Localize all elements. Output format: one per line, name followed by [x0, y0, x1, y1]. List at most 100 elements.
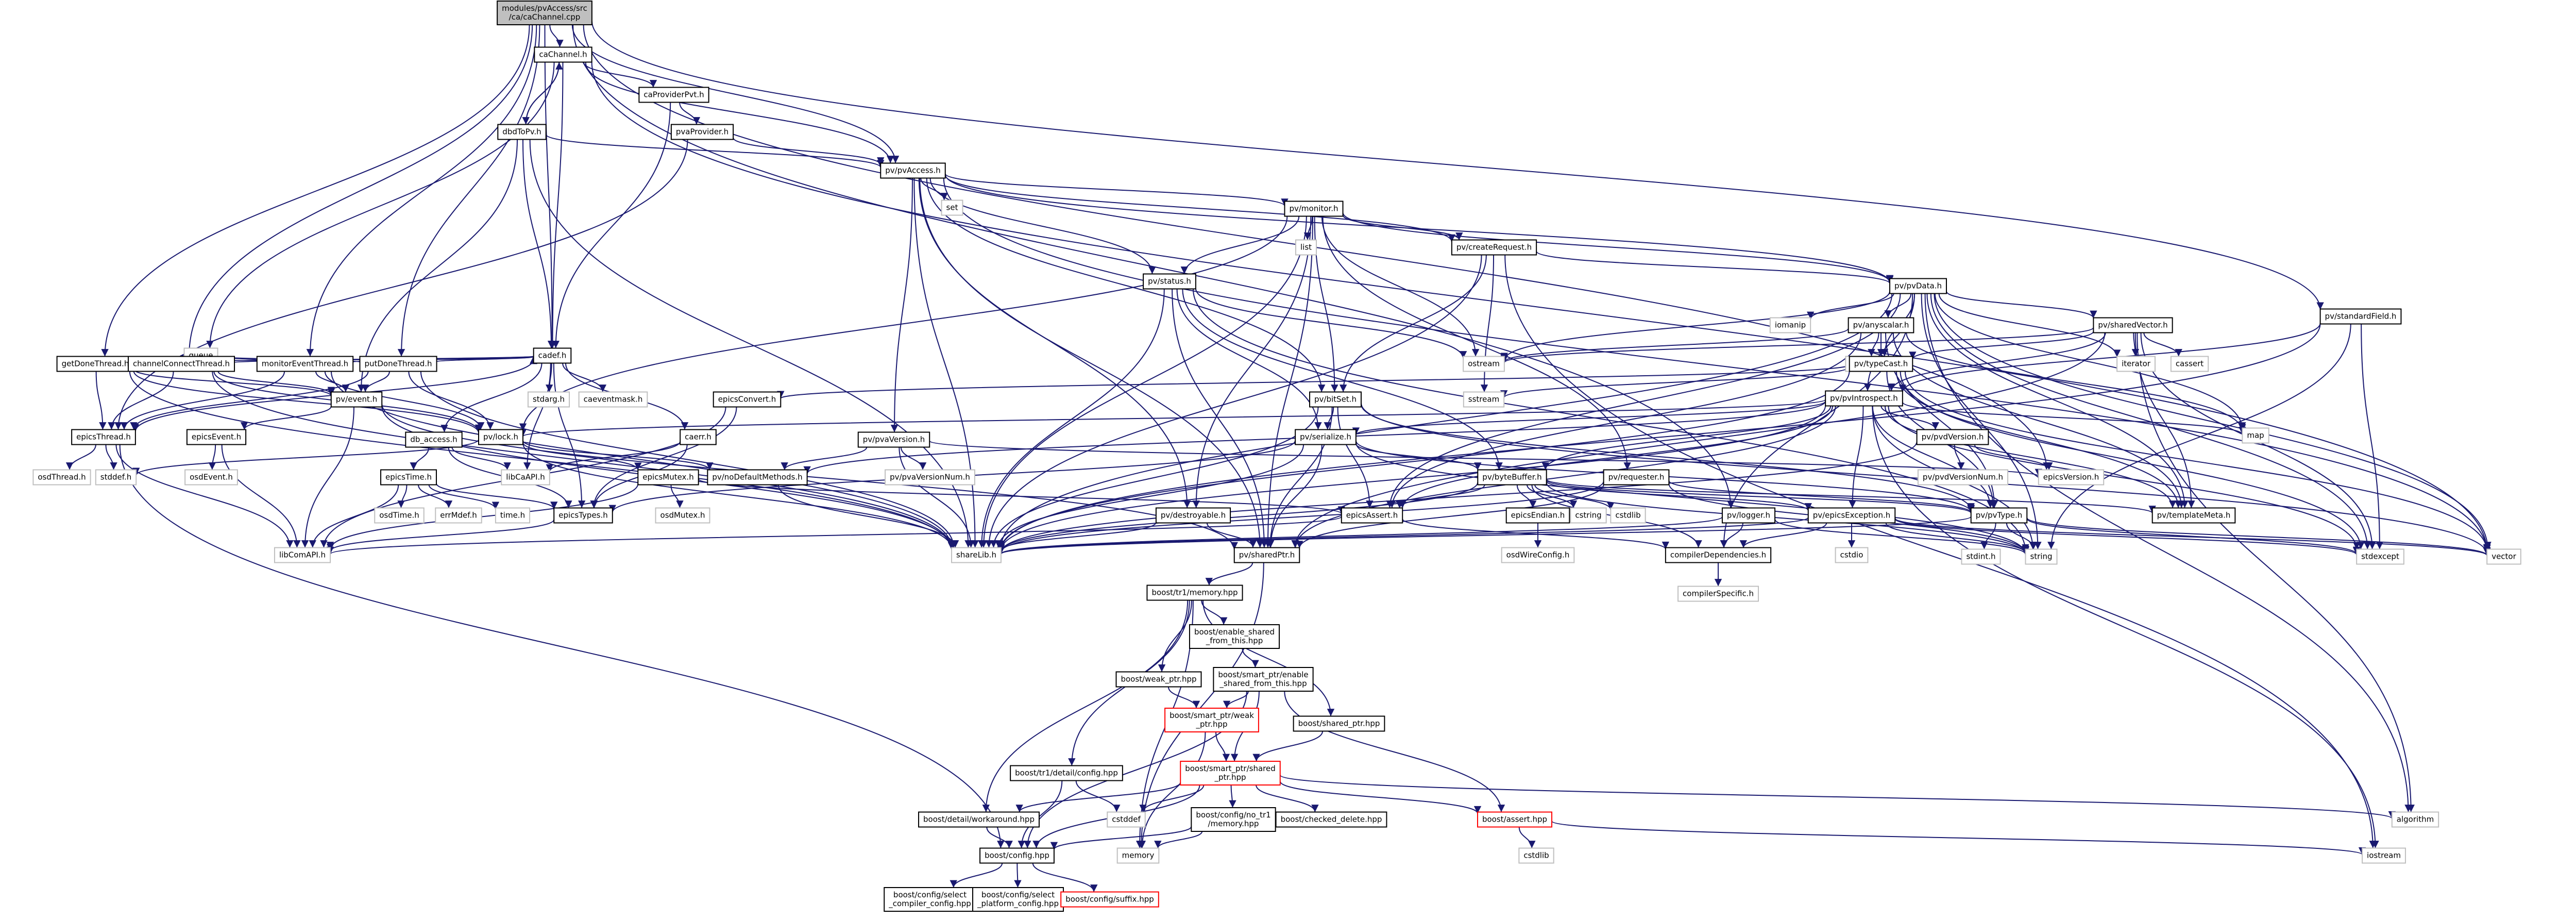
node-boostconfig[interactable]: boost/config.hpp — [979, 847, 1055, 864]
edge-monitor_h-to-pvlock — [519, 216, 1288, 431]
node-boostdetailwork[interactable]: boost/detail/workaround.hpp — [918, 811, 1040, 828]
node-monevthread[interactable]: monitorEventThread.h — [256, 356, 354, 372]
edge-boostweakptr-to-boostsmartweak — [1167, 687, 1200, 709]
edge-pvstatus-to-pvbytebuffer — [1182, 289, 1503, 470]
node-cstddef: cstddef — [1107, 811, 1146, 828]
node-boostconfigno[interactable]: boost/config/no_tr1/memory.hpp — [1191, 807, 1276, 832]
node-dbdtopv[interactable]: dbdToPv.h — [497, 124, 547, 140]
node-boostselcomp[interactable]: boost/config/select_compiler_config.hpp — [884, 887, 976, 912]
node-pvepicsexc[interactable]: pv/epicsException.h — [1807, 507, 1896, 524]
node-pvaccess_h[interactable]: pv/pvAccess.h — [880, 162, 946, 179]
edge-epicstime-to-errmdef — [418, 484, 453, 508]
node-box — [405, 431, 463, 448]
node-monitor_h[interactable]: pv/monitor.h — [1284, 200, 1344, 217]
node-cadef[interactable]: cadef.h — [533, 347, 572, 364]
node-boostsmartshared[interactable]: boost/smart_ptr/shared_ptr.hpp — [1180, 761, 1281, 786]
node-box — [495, 507, 531, 524]
node-box — [1721, 507, 1776, 524]
node-boosttr1detail[interactable]: boost/tr1/detail/config.hpp — [1010, 765, 1123, 781]
node-pvaprovider[interactable]: pvaProvider.h — [670, 124, 734, 140]
edge-epicsconvert-to-epicstypes — [590, 407, 737, 508]
node-epicsassert[interactable]: epicsAssert.h — [1341, 507, 1403, 524]
node-pvbitset[interactable]: pv/bitSet.h — [1309, 391, 1362, 408]
edge-root-to-cachannel_h — [549, 24, 564, 47]
node-pvstatus[interactable]: pv/status.h — [1143, 273, 1196, 290]
node-chanconnthread[interactable]: channelConnectThread.h — [127, 356, 235, 372]
node-pvbytebuffer[interactable]: pv/byteBuffer.h — [1477, 469, 1547, 486]
node-boostcheckeddel[interactable]: boost/checked_delete.hpp — [1275, 811, 1387, 828]
node-pvdata_h[interactable]: pv/pvData.h — [1889, 278, 1947, 294]
node-box — [884, 887, 976, 912]
edge-boostenshared-to-boostsmartenshared — [1242, 648, 1259, 668]
node-putdonethread[interactable]: putDoneThread.h — [359, 356, 437, 372]
node-boosttr1mem[interactable]: boost/tr1/memory.hpp — [1146, 584, 1243, 601]
node-caprovider_h[interactable]: caProviderPvt.h — [638, 87, 709, 103]
node-pvdestroyable[interactable]: pv/destroyable.h — [1155, 507, 1231, 524]
node-pvlock[interactable]: pv/lock.h — [478, 429, 524, 445]
edge-pvintro-to-pvlock — [519, 399, 1826, 437]
node-epicstypes[interactable]: epicsTypes.h — [553, 507, 613, 524]
node-label: _ptr.hpp — [1214, 773, 1246, 782]
node-pvtype[interactable]: pv/pvType.h — [1970, 507, 2028, 524]
edge-pvintro-to-pvtemplatemeta — [1884, 406, 2177, 508]
node-epicsevent[interactable]: epicsEvent.h — [186, 429, 247, 445]
node-boostselplat[interactable]: boost/config/select_platform_config.hpp — [972, 887, 1064, 912]
node-caerr[interactable]: caerr.h — [680, 429, 717, 445]
node-pvstandardfield[interactable]: pv/standardField.h — [2319, 308, 2402, 325]
node-boostweakptr[interactable]: boost/weak_ptr.hpp — [1115, 671, 1202, 688]
edge-epicsevent-to-osdevent — [208, 444, 216, 470]
node-epicsthread[interactable]: epicsThread.h — [71, 429, 136, 445]
edge-pvstatus-to-sharedlib — [978, 289, 1165, 548]
node-cachannel_h[interactable]: caChannel.h — [534, 46, 592, 63]
node-pvanyscalar[interactable]: pv/anyscalar.h — [1848, 317, 1914, 333]
node-label: set — [946, 203, 958, 212]
node-epicsconvert[interactable]: epicsConvert.h — [713, 391, 782, 408]
edge-epicsassert-to-libcomapi — [327, 516, 1342, 555]
node-box — [655, 507, 710, 524]
node-string: string — [2025, 548, 2058, 565]
node-label: cstring — [1575, 511, 1601, 520]
edge-pvtype-to-stdexcept — [2026, 518, 2361, 555]
node-label: sstream — [1468, 395, 1499, 404]
node-pvserialize[interactable]: pv/serialize.h — [1295, 429, 1357, 445]
node-boostenshared[interactable]: boost/enable_shared_from_this.hpp — [1189, 624, 1280, 649]
node-label: osdThread.h — [38, 473, 86, 482]
node-pvnodefmeth[interactable]: pv/noDefaultMethods.h — [707, 469, 808, 486]
node-pvsharedvector[interactable]: pv/sharedVector.h — [2093, 317, 2173, 333]
node-label: epicsEvent.h — [192, 432, 241, 442]
node-boostsharedptr[interactable]: boost/shared_ptr.hpp — [1293, 715, 1385, 732]
node-pvaversion[interactable]: pv/pvaVersion.h — [857, 431, 930, 448]
edge-monevthread-to-epicsthread — [120, 371, 285, 430]
node-epicstime[interactable]: epicsTime.h — [380, 469, 437, 486]
node-label: boost/smart_ptr/weak — [1170, 711, 1254, 721]
node-pvsharedptr[interactable]: pv/sharedPtr.h — [1233, 547, 1300, 563]
node-pvevent[interactable]: pv/event.h — [330, 391, 383, 408]
node-dbaccess[interactable]: db_access.h — [405, 431, 463, 448]
edge-pvanyscalar-to-epicsassert — [1388, 332, 1862, 508]
edge-cadef-to-dbaccess — [440, 363, 543, 432]
node-box — [1477, 811, 1553, 828]
edge-chanconnthread-to-epicsthread — [108, 371, 174, 430]
node-pvdataversion[interactable]: pv/pvdVersion.h — [1916, 429, 1989, 445]
node-boostsuffix[interactable]: boost/config/suffix.hpp — [1060, 891, 1159, 908]
node-pvrequester[interactable]: pv/requester.h — [1603, 469, 1670, 486]
node-createreq[interactable]: pv/createRequest.h — [1451, 239, 1537, 256]
node-epicsendian[interactable]: epicsEndian.h — [1505, 507, 1570, 524]
node-pvtypecast[interactable]: pv/typeCast.h — [1849, 356, 1913, 372]
node-box — [553, 507, 613, 524]
node-compilerdep[interactable]: compilerDependencies.h — [1665, 547, 1772, 563]
node-boostsmartenshared[interactable]: boost/smart_ptr/enable_shared_from_this.… — [1213, 667, 1314, 692]
node-pvtemplatemeta[interactable]: pv/templateMeta.h — [2151, 507, 2236, 524]
node-boostsmartweak[interactable]: boost/smart_ptr/weak_ptr.hpp — [1164, 708, 1259, 732]
node-pvintro[interactable]: pv/pvIntrospect.h — [1825, 390, 1903, 407]
edge-createreq-to-pvdata_h — [1536, 250, 1893, 284]
node-box — [1191, 807, 1276, 832]
node-root[interactable]: modules/pvAccess/src/ca/caChannel.cpp — [497, 1, 592, 25]
edge-pvserialize-to-sharedlib — [994, 444, 1304, 548]
node-boostassert[interactable]: boost/assert.hpp — [1477, 811, 1553, 828]
node-epicsmutex[interactable]: epicsMutex.h — [637, 469, 699, 486]
edge-boostassert-to-iostream — [1551, 821, 2366, 856]
node-getdonethread[interactable]: getDoneThread.h — [56, 356, 134, 372]
edge-createreq-to-sharedlib — [985, 255, 1482, 548]
node-pvlogger[interactable]: pv/logger.h — [1721, 507, 1776, 524]
